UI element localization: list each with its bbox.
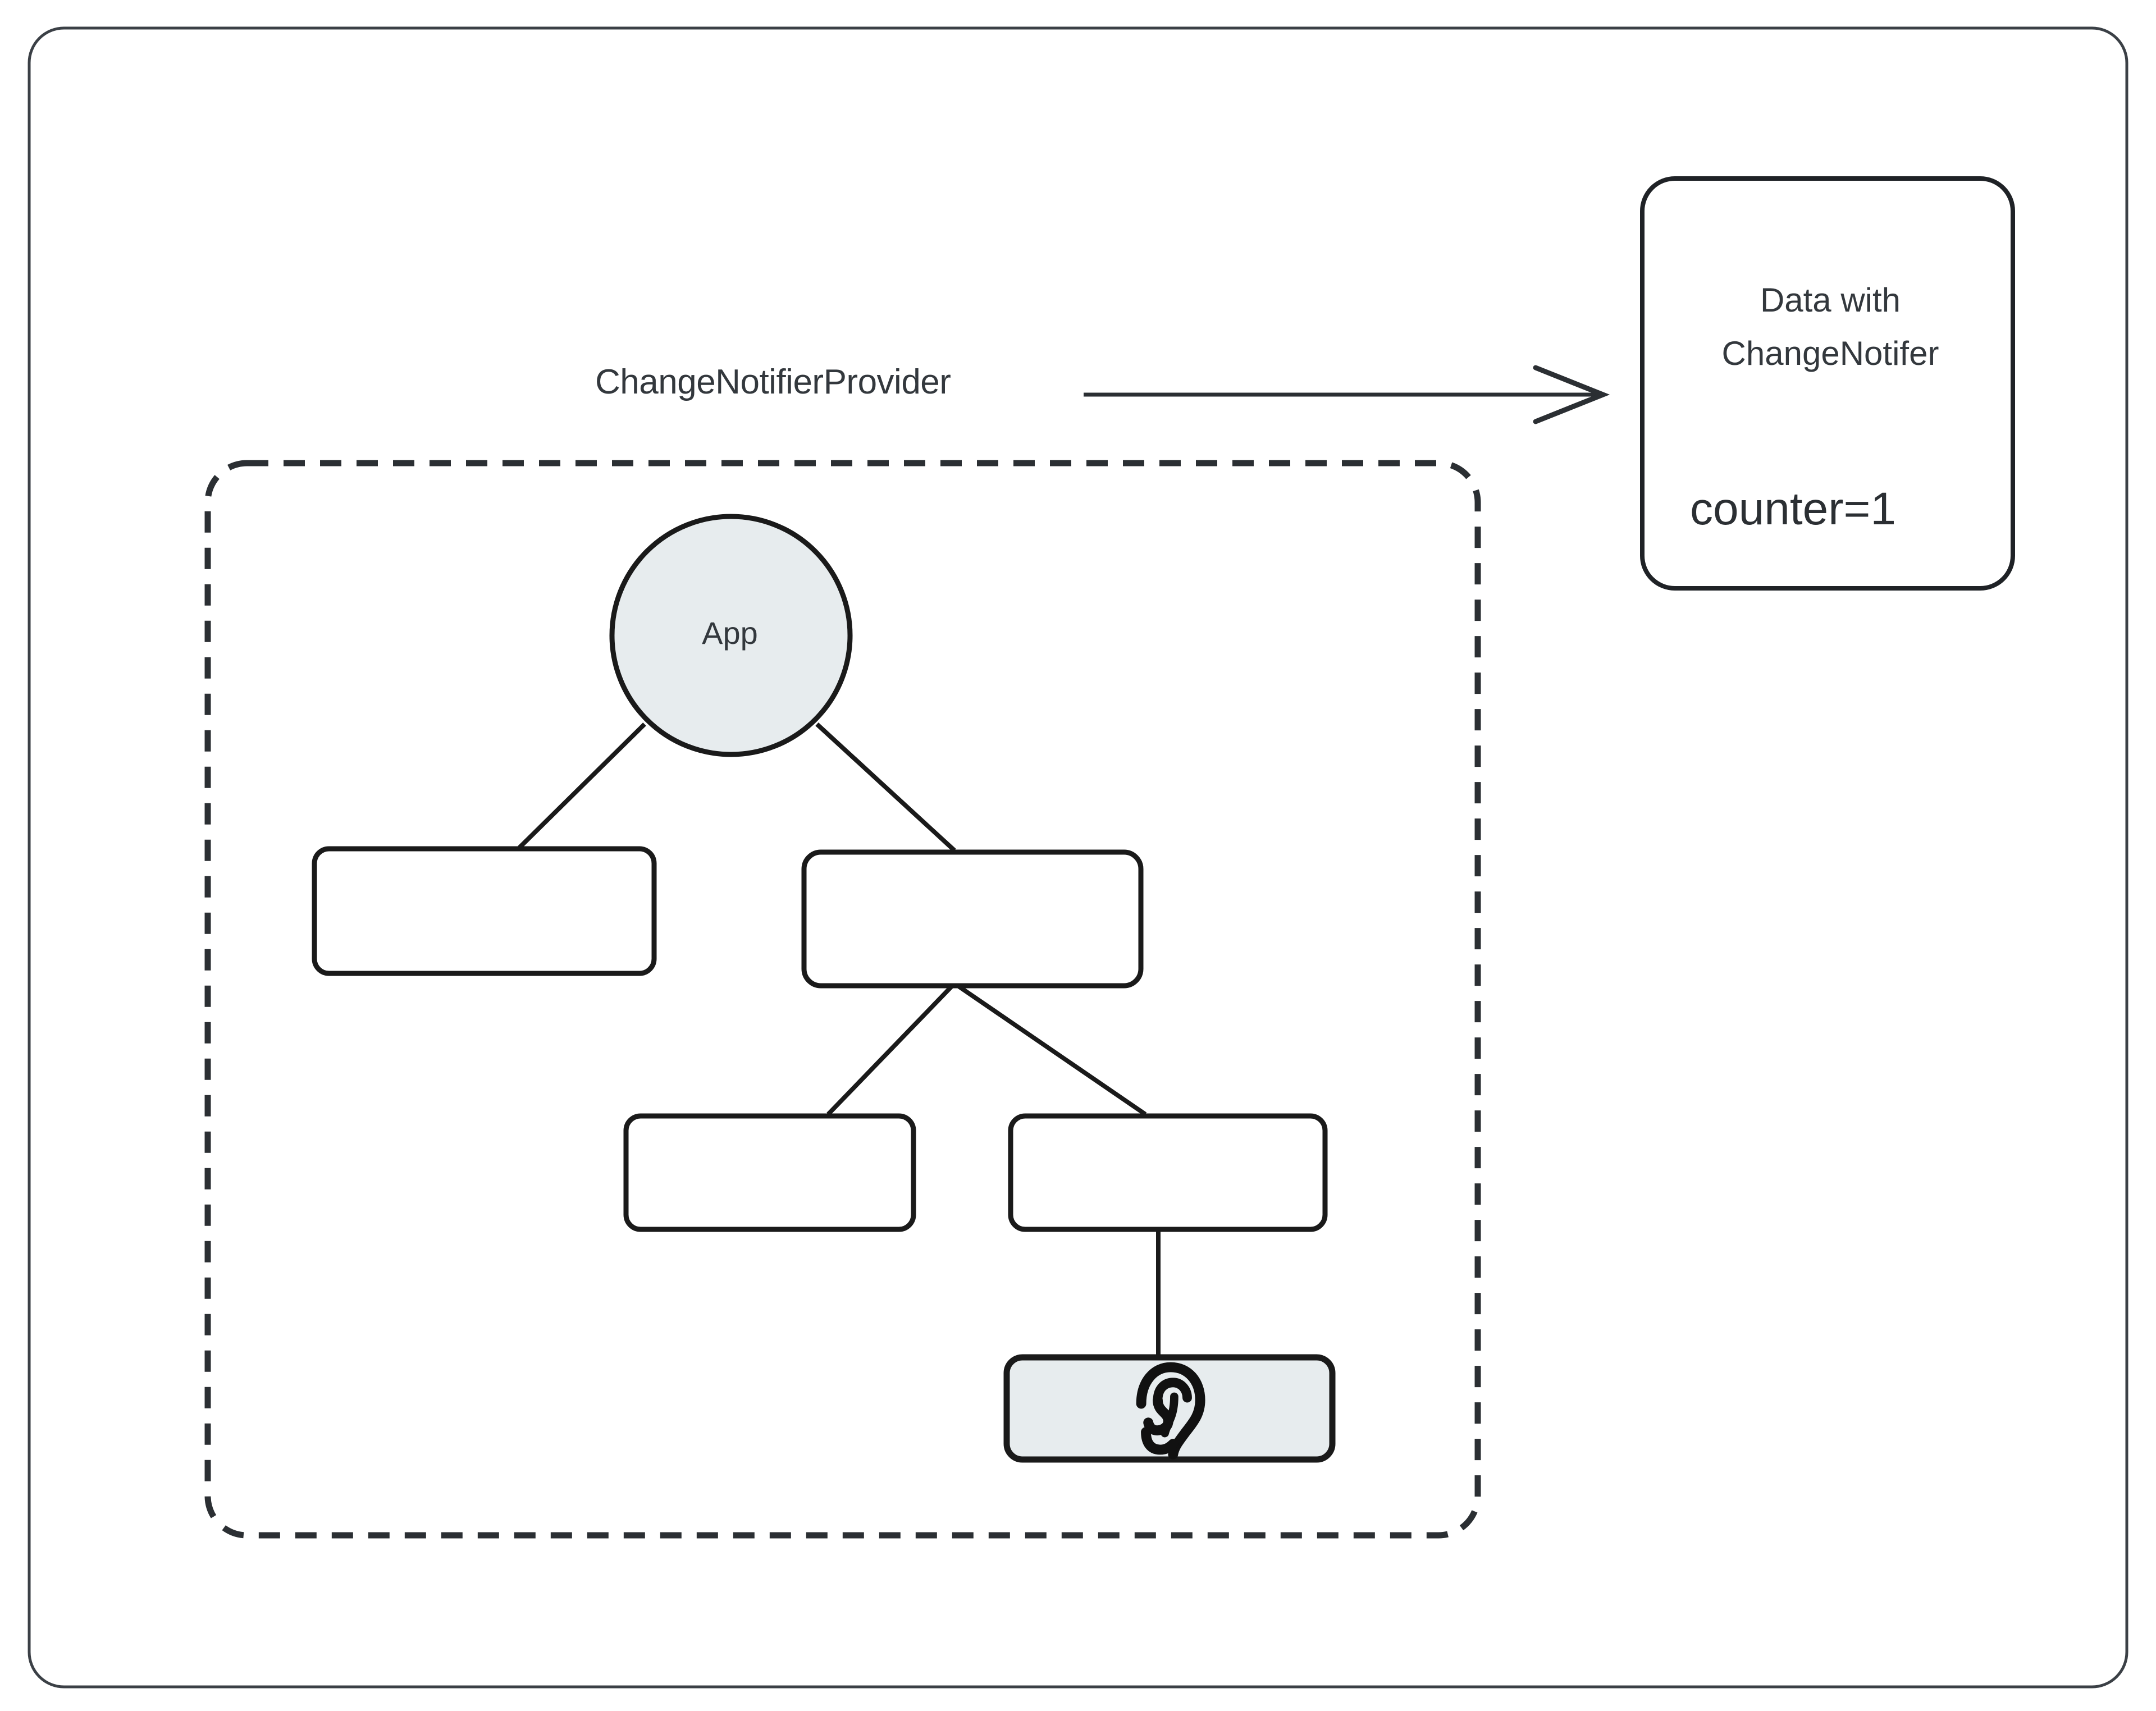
provider-arrow-head-icon — [1533, 365, 1610, 424]
edge-child-right-to-grandchild-right — [953, 981, 1147, 1117]
node-child-left[interactable] — [312, 846, 657, 976]
edge-app-to-child-right — [815, 722, 956, 852]
ear-icon — [1136, 1362, 1205, 1460]
provider-edge-label: ChangeNotifierProvider — [595, 363, 951, 401]
dashed-subtree-boundary — [204, 460, 1481, 1539]
node-child-right[interactable] — [801, 849, 1144, 989]
data-changenotifier-box[interactable] — [1640, 176, 2015, 591]
node-app-label: App — [702, 615, 758, 651]
node-grandchild-right[interactable] — [1008, 1113, 1328, 1232]
node-grandchild-left[interactable] — [623, 1113, 916, 1232]
node-app-circle[interactable] — [609, 514, 853, 757]
counter-value: counter=1 — [1690, 483, 1896, 534]
edge-child-right-to-grandchild-left — [826, 982, 956, 1116]
data-changenotifier-line2: ChangeNotifer — [1721, 335, 1939, 372]
edge-app-to-child-left — [518, 722, 646, 849]
data-changenotifier-line1: Data with — [1760, 281, 1901, 319]
